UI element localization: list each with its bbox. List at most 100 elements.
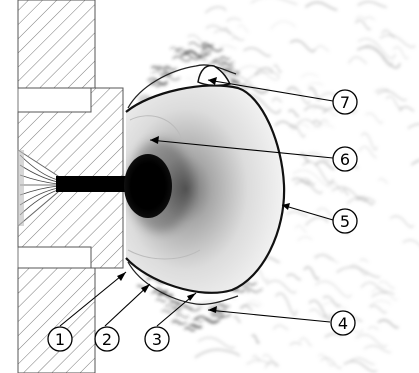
turbulence-wisp [251, 334, 260, 344]
turbulence-wisp [402, 239, 419, 246]
shear-wisp [194, 315, 221, 324]
callout-3: 3 [144, 326, 170, 352]
turbulence-wisp [231, 36, 240, 41]
bubble-front [125, 84, 286, 294]
turbulence-wisp [288, 109, 300, 118]
turbulence-wisp [296, 119, 321, 128]
shear-wisp [192, 318, 204, 323]
core-halo [128, 140, 192, 232]
turbulence-wisp [217, 45, 237, 50]
turbulence-wisp [407, 123, 419, 129]
callout-label: 4 [338, 314, 348, 333]
turbulence-wisp [250, 0, 298, 5]
expanding-bubble [126, 85, 285, 293]
leader-4 [207, 309, 331, 323]
turbulence-wisp [275, 292, 298, 316]
turbulence-wisp [320, 119, 329, 124]
callout-2: 2 [94, 326, 120, 352]
turbulence-wisp [314, 45, 330, 52]
turbulence-wisp [363, 345, 392, 353]
shear-wisp [212, 58, 235, 65]
turbulence-wisp [286, 211, 309, 217]
turbulence-wisp [371, 291, 395, 298]
callout-circle [332, 146, 358, 172]
turbulence-wisp [356, 46, 401, 69]
turbulence-wisp [399, 106, 415, 112]
callout-circle [144, 326, 170, 352]
turbulence-wisp [360, 281, 388, 294]
turbulence-wisp [213, 29, 245, 41]
turbulence-wisp [305, 217, 329, 226]
turbulence-wisp [243, 47, 272, 57]
leader-arrowheads [117, 77, 290, 313]
turbulence-wisp [303, 266, 320, 281]
shear-wisp [163, 65, 177, 71]
shear-wisp [172, 321, 183, 325]
lower-block [17, 267, 96, 373]
callout-label: 3 [152, 330, 162, 349]
inner-arc [129, 115, 183, 141]
shear-wisp [160, 74, 181, 81]
turbulence-wisp [299, 153, 310, 163]
turbulence-wisp [378, 281, 395, 290]
arrowhead-5 [282, 203, 290, 210]
callout-label: 7 [340, 93, 350, 112]
turbulence-wisp [392, 46, 409, 60]
turbulence-wisp [354, 19, 371, 31]
turbulence-wisp [389, 215, 414, 228]
shear-wisp [155, 298, 167, 303]
shear-wisp [175, 313, 190, 319]
turbulence-wisp [264, 361, 279, 369]
turbulence-wisp [287, 87, 297, 92]
turbulence-wisp [359, 258, 369, 263]
shear-wisp [200, 51, 212, 56]
turbulence-wisp [299, 337, 312, 347]
shear-wisp [214, 303, 228, 308]
turbulence-wisp [378, 178, 389, 184]
turbulence-wisp [289, 342, 302, 346]
turbulence-wisp [363, 44, 394, 67]
inner-arc-lower [127, 249, 201, 260]
turbulence-wisp [266, 280, 297, 294]
shear-wisp [230, 81, 247, 87]
callout-label: 1 [55, 330, 65, 349]
shear-wisp [155, 65, 169, 70]
callout-label: 5 [340, 212, 350, 231]
turbulence-wisp [331, 186, 368, 202]
turbulence-wisp [377, 90, 407, 101]
turbulence-wisp [360, 132, 378, 151]
turbulence-wisp [197, 336, 236, 349]
shear-wisp [184, 327, 196, 332]
callout-1: 1 [47, 326, 73, 352]
shear-wisp [150, 80, 168, 86]
turbulence-wisp [270, 20, 296, 30]
turbulence-wisp [314, 280, 352, 298]
callout-label: 6 [340, 150, 350, 169]
turbulence-wisp [222, 293, 237, 301]
turbulence-wisp [300, 178, 316, 186]
turbulence-wisp [357, 38, 396, 59]
turbulence-wisp [286, 273, 302, 281]
shear-wisp [211, 314, 225, 319]
turbulence-wisp [369, 304, 388, 314]
turbulence-wisp [292, 169, 334, 188]
shear-wisp [229, 69, 240, 73]
turbulence-wisp [410, 159, 419, 166]
shear-wisp [180, 53, 202, 60]
turbulence-wisp [237, 24, 250, 33]
turbulence-wisp [355, 15, 365, 20]
callout-circle [47, 326, 73, 352]
shear-wisp [175, 47, 193, 53]
callout-4: 4 [330, 310, 356, 336]
turbulence-wisp [312, 124, 335, 129]
shear-wisp [213, 60, 227, 65]
shear-wisp [188, 41, 205, 48]
turbulence-wisp [204, 6, 227, 14]
arrowhead-6 [150, 136, 159, 144]
turbulence-wisp [324, 333, 343, 338]
callout-circle [330, 310, 356, 336]
turbulence-wisp [336, 266, 381, 278]
turbulence-wisp [294, 180, 323, 194]
turbulence-wisp [369, 300, 391, 307]
turbulence-wisp [300, 73, 319, 78]
